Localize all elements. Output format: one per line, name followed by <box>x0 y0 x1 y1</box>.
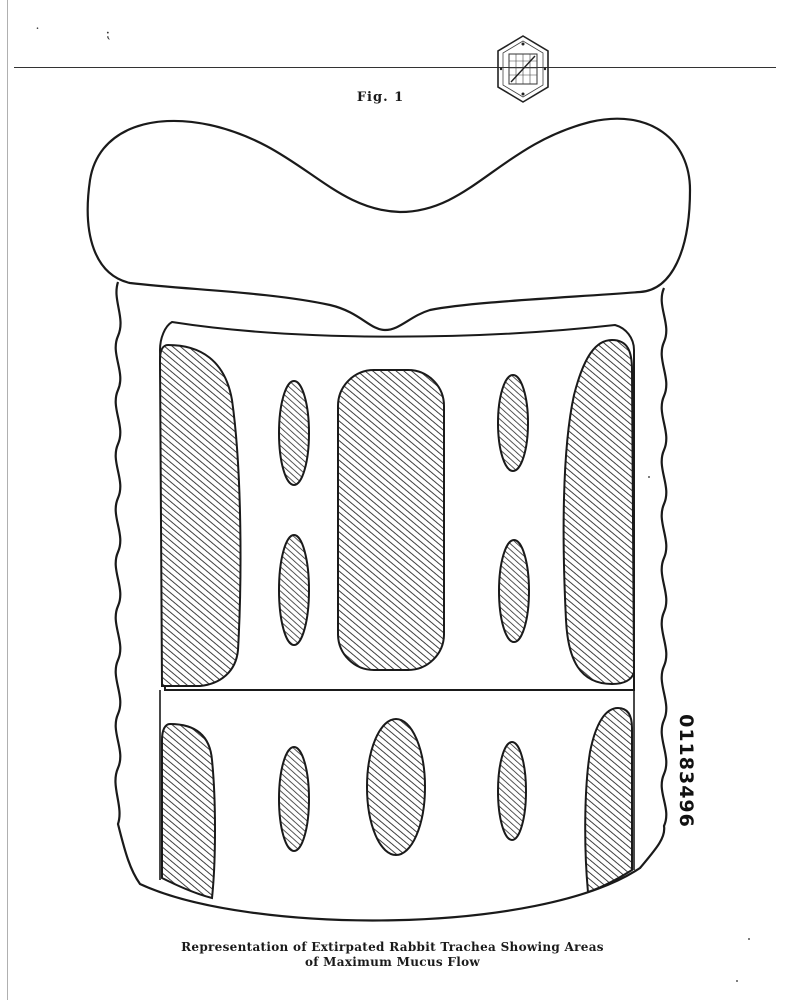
caption-line-2: of Maximum Mucus Flow <box>304 955 481 969</box>
trachea-inner-lumen <box>158 320 635 691</box>
mucus-area-lower-center <box>366 718 426 856</box>
mucus-area-lower-left <box>161 722 216 900</box>
mucus-area-small-upper-right-2 <box>498 539 530 643</box>
header-rule <box>14 67 776 68</box>
document-control-number: 01183496 <box>675 714 697 828</box>
mucus-area-upper-left <box>158 343 242 687</box>
mucus-area-small-upper-left-1 <box>278 380 310 486</box>
mucus-area-small-upper-right-1 <box>497 374 529 472</box>
mucus-area-small-upper-left-2 <box>278 534 310 646</box>
mucus-area-lower-right <box>584 706 633 894</box>
scan-margin-line <box>7 0 8 1000</box>
figure-caption: Representation of Extirpated Rabbit Trac… <box>0 940 785 970</box>
scan-specks: ˙ ⁏ <box>34 26 141 42</box>
mucus-area-upper-center <box>337 369 445 671</box>
caption-line-1: Representation of Extirpated Rabbit Trac… <box>181 940 604 954</box>
mucus-area-small-lower-right <box>497 741 527 841</box>
hexagonal-stamp-icon <box>497 35 549 103</box>
figure-label: Fig. 1 <box>356 90 405 105</box>
scan-speck <box>736 980 738 982</box>
mucus-area-upper-right <box>562 338 636 686</box>
mucus-area-small-lower-left <box>278 746 310 852</box>
scan-speck <box>648 476 650 478</box>
trachea-top-cartilage <box>86 117 692 332</box>
scan-speck <box>748 938 750 940</box>
